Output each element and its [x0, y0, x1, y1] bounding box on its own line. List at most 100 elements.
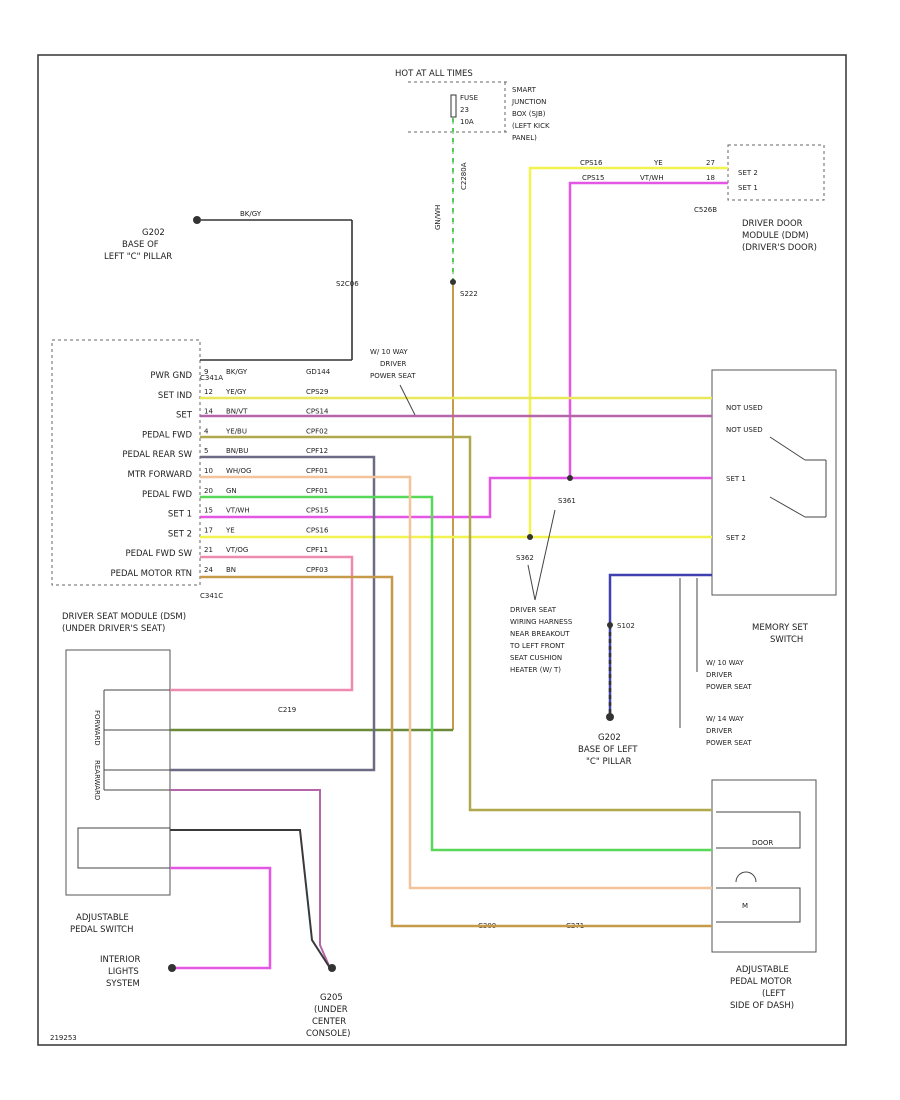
dsm-module-box [51, 339, 201, 586]
dsm-pin-circuit: CPS15 [306, 507, 328, 515]
pedal-lamp-box [77, 827, 171, 869]
dsm-title-2: (UNDER DRIVER'S SEAT) [62, 624, 165, 634]
gn-wh-label: GN/WH [434, 205, 442, 230]
mem-note-1c: POWER SEAT [706, 683, 752, 691]
s222-label: S222 [460, 290, 478, 298]
dsm-pin-number: 4 [204, 427, 209, 435]
dsm-pin-number: 15 [204, 507, 213, 515]
pedal-rear-sw-wire [170, 455, 376, 772]
motor-brown-wire [200, 575, 712, 928]
interior-lights-wire [170, 866, 272, 970]
dsm-pin-circuit: CPS14 [306, 408, 329, 416]
dsm-pin-number: 9 [204, 368, 208, 376]
sjb-label-2: JUNCTION [511, 98, 546, 106]
dsm-pin-wire-color: BN [226, 566, 236, 574]
mem-set2: SET 2 [726, 534, 746, 542]
interior-lights-3: SYSTEM [106, 979, 140, 989]
dsm-pin-wire-color: BN/VT [226, 408, 248, 416]
motor-title-2: PEDAL MOTOR [730, 977, 792, 987]
mem-title-1: MEMORY SET [752, 623, 809, 633]
door-violet-wire [568, 181, 728, 478]
bk-gy-top: BK/GY [240, 210, 262, 218]
interior-lights-1: INTERIOR [100, 955, 141, 965]
harness-note-3: NEAR BREAKOUT [510, 630, 570, 638]
ddm-set1: SET 1 [738, 184, 758, 192]
g205-4: CONSOLE) [306, 1029, 351, 1039]
dsm-pin-label: PWR GND [150, 371, 192, 381]
pedal-sw-title-2: PEDAL SWITCH [70, 925, 133, 935]
memory-switch-box [711, 369, 837, 596]
dsm-pin-number: 10 [204, 467, 213, 475]
g202-bottom-1: G202 [598, 733, 621, 743]
dsm-pin-wire-color: YE/GY [225, 388, 247, 396]
harness-note-1: DRIVER SEAT [510, 606, 557, 614]
hot-at-all-times-label: HOT AT ALL TIMES [395, 69, 473, 79]
pedal-rearward-label: REARWARD [93, 760, 101, 800]
mem-switch-1 [769, 436, 806, 461]
sjb-label-5: PANEL) [512, 134, 537, 142]
motor-title-3: (LEFT [762, 989, 786, 999]
door-yellow-pin: 27 [706, 159, 715, 167]
dsm-title-1: DRIVER SEAT MODULE (DSM) [62, 612, 186, 622]
g202-bottom-ground [606, 713, 614, 721]
s361-label: S361 [558, 497, 576, 505]
ten-way-note-1: W/ 10 WAY [370, 348, 408, 356]
dsm-pin-label: MTR FORWARD [128, 470, 193, 480]
pedal-ground-wire [170, 789, 331, 969]
dsm-pin-circuit: CPF03 [306, 566, 328, 574]
mem-note-2c: POWER SEAT [706, 739, 752, 747]
dsm-pin-label: SET IND [158, 391, 193, 401]
sjb-label-4: (LEFT KICK [512, 122, 550, 130]
s362-splice [527, 534, 533, 540]
motor-loop-label: DOOR [752, 839, 773, 847]
dsm-conn-c: C341C [200, 592, 223, 600]
dsm-pin-circuit: CPF02 [306, 427, 328, 435]
s361-splice [567, 475, 573, 481]
g205-3: CENTER [312, 1017, 346, 1027]
ddm-title-1: DRIVER DOOR [742, 219, 803, 229]
motor-yellow-blue-wire [200, 435, 712, 812]
motor-title-1: ADJUSTABLE [736, 965, 789, 975]
set1-wire [200, 476, 712, 519]
dsm-pin-label: SET 1 [168, 510, 192, 520]
motor-loop-2 [716, 887, 801, 923]
pedal-motor-box [711, 779, 817, 953]
c2280a-label: C2280A [460, 162, 468, 190]
dsm-pin-wire-color: VT/WH [226, 507, 250, 515]
dsm-pin-label: PEDAL FWD SW [126, 549, 193, 559]
g202-top-label-2: BASE OF [122, 240, 159, 250]
dsm-pin-wire-color: GN [226, 487, 237, 495]
g202-bottom-2: BASE OF LEFT [578, 745, 638, 755]
door-yellow-wire-label: YE [653, 159, 663, 167]
g202-top-label-1: G202 [142, 228, 165, 238]
dsm-pin-label: PEDAL FWD [142, 490, 192, 500]
door-violet-circuit: CPS15 [582, 174, 604, 182]
g202-top-ground [193, 216, 201, 224]
sjb-label: SMART [512, 86, 537, 94]
g202-top-label-3: LEFT "C" PILLAR [104, 252, 172, 262]
s362-label: S362 [516, 554, 534, 562]
harness-note-2: WIRING HARNESS [510, 618, 573, 626]
ddm-set2: SET 2 [738, 169, 758, 177]
mem-switch-2 [769, 496, 806, 518]
pedal-switch-box [65, 649, 171, 896]
ten-way-note-2: DRIVER [380, 360, 407, 368]
g202-bottom-3: "C" PILLAR [586, 757, 632, 767]
interior-lights-node [168, 964, 176, 972]
motor-green-wire [200, 495, 712, 852]
s102-splice [607, 622, 613, 628]
dsm-pin-circuit: GD144 [306, 368, 331, 376]
ddm-conn: C526B [694, 206, 717, 214]
fuse-label: FUSE [460, 94, 478, 102]
dsm-pin-label: PEDAL FWD [142, 430, 192, 440]
ten-way-note-3: POWER SEAT [370, 372, 416, 380]
dsm-pin-wire-color: BN/BU [226, 447, 248, 455]
dsm-pin-label: PEDAL MOTOR RTN [111, 569, 193, 579]
g205-ground [328, 964, 336, 972]
door-violet-pin: 18 [706, 174, 715, 182]
pedal-sw-title-1: ADJUSTABLE [76, 913, 129, 923]
dsm-pin-wire-color: YE/BU [225, 427, 247, 435]
harness-note-4: TO LEFT FRONT [509, 642, 565, 650]
